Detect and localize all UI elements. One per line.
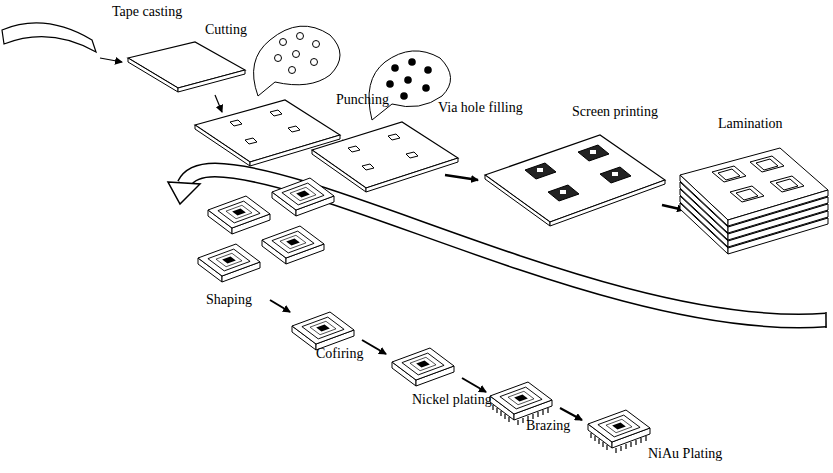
step-label: Shaping bbox=[206, 292, 252, 308]
step-label: Tape casting bbox=[112, 4, 182, 20]
step-label: Nickel plating bbox=[412, 392, 492, 408]
step-label: Cofiring bbox=[316, 346, 363, 362]
step-label: Brazing bbox=[526, 418, 570, 434]
step-label: Lamination bbox=[718, 116, 783, 132]
step-label: NiAu Plating bbox=[648, 446, 722, 462]
step-label: Cutting bbox=[205, 22, 247, 38]
step-label: Via hole filling bbox=[438, 100, 523, 116]
step-label: Screen printing bbox=[572, 104, 658, 120]
step-label: Punching bbox=[336, 92, 389, 108]
